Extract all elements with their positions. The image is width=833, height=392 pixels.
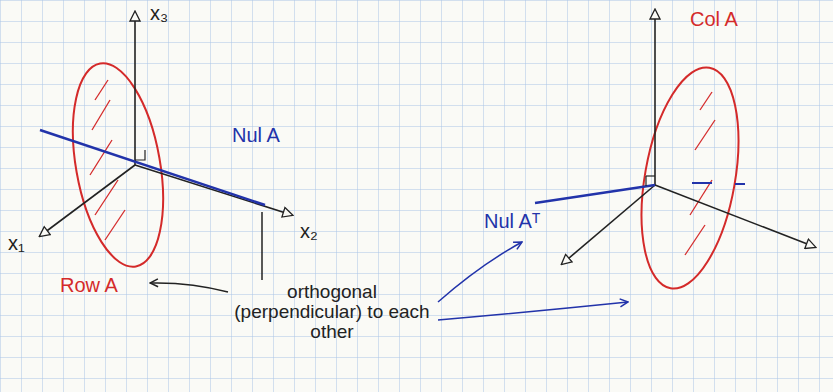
- axis-label: x₂: [300, 220, 318, 242]
- right-axes: [535, 10, 815, 296]
- note: orthogonal (perpendicular) to each other: [232, 282, 432, 342]
- subspace-label: Row A: [60, 274, 118, 296]
- subspace-label: Nul Aᵀ: [484, 210, 540, 232]
- axis-label: x₃: [150, 2, 168, 24]
- left-axes: [40, 12, 292, 274]
- subspace-label: Nul A: [232, 124, 280, 146]
- axis-label: x₁: [8, 232, 25, 254]
- subspace-label: Col A: [690, 8, 738, 30]
